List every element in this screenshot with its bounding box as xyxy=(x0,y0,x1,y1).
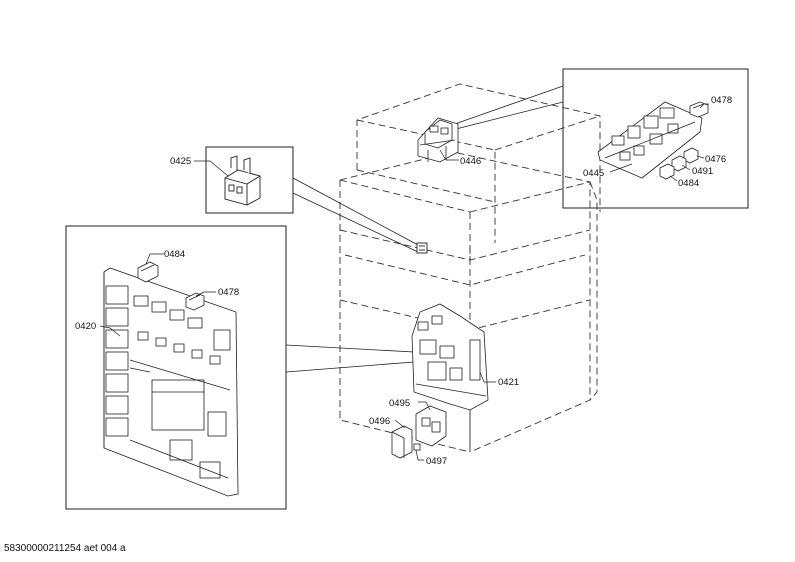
screw-0497-icon xyxy=(413,443,421,451)
cover-0496-icon xyxy=(391,425,413,459)
connector-0478-top-icon xyxy=(689,101,709,118)
label-0476: 0476 xyxy=(705,154,726,165)
control-board-0446-icon xyxy=(417,117,459,163)
label-0425: 0425 xyxy=(170,156,191,167)
label-0484-left: 0484 xyxy=(164,249,185,260)
module-0495-icon xyxy=(415,405,447,447)
control-board-0445-icon xyxy=(597,101,703,179)
label-0421: 0421 xyxy=(498,377,519,388)
connector-small-icon xyxy=(416,242,428,254)
label-0497: 0497 xyxy=(426,456,447,467)
control-board-0421-icon xyxy=(411,303,489,411)
label-0445: 0445 xyxy=(583,168,604,179)
label-0484-top: 0484 xyxy=(678,178,699,189)
label-0496: 0496 xyxy=(369,416,390,427)
connector-0484-left-icon xyxy=(137,261,159,283)
label-0495: 0495 xyxy=(389,398,410,409)
callout-box-0445 xyxy=(562,68,749,209)
drawing-id: 58300000211254 aet 004 a xyxy=(4,543,126,554)
callout-box-0425 xyxy=(205,146,294,214)
label-0478-left: 0478 xyxy=(218,287,239,298)
label-0446: 0446 xyxy=(460,156,481,167)
callout-box-0420 xyxy=(65,225,287,510)
connector-0484-top-icon xyxy=(659,163,675,180)
label-leader-lines xyxy=(99,103,709,461)
box-leader-lines xyxy=(285,85,564,373)
label-0420: 0420 xyxy=(75,321,96,332)
label-0491: 0491 xyxy=(692,166,713,177)
control-board-0420-icon xyxy=(103,267,239,497)
connector-0478-left-icon xyxy=(185,292,205,311)
connector-0425-icon xyxy=(224,155,261,206)
label-0478-top: 0478 xyxy=(711,95,732,106)
